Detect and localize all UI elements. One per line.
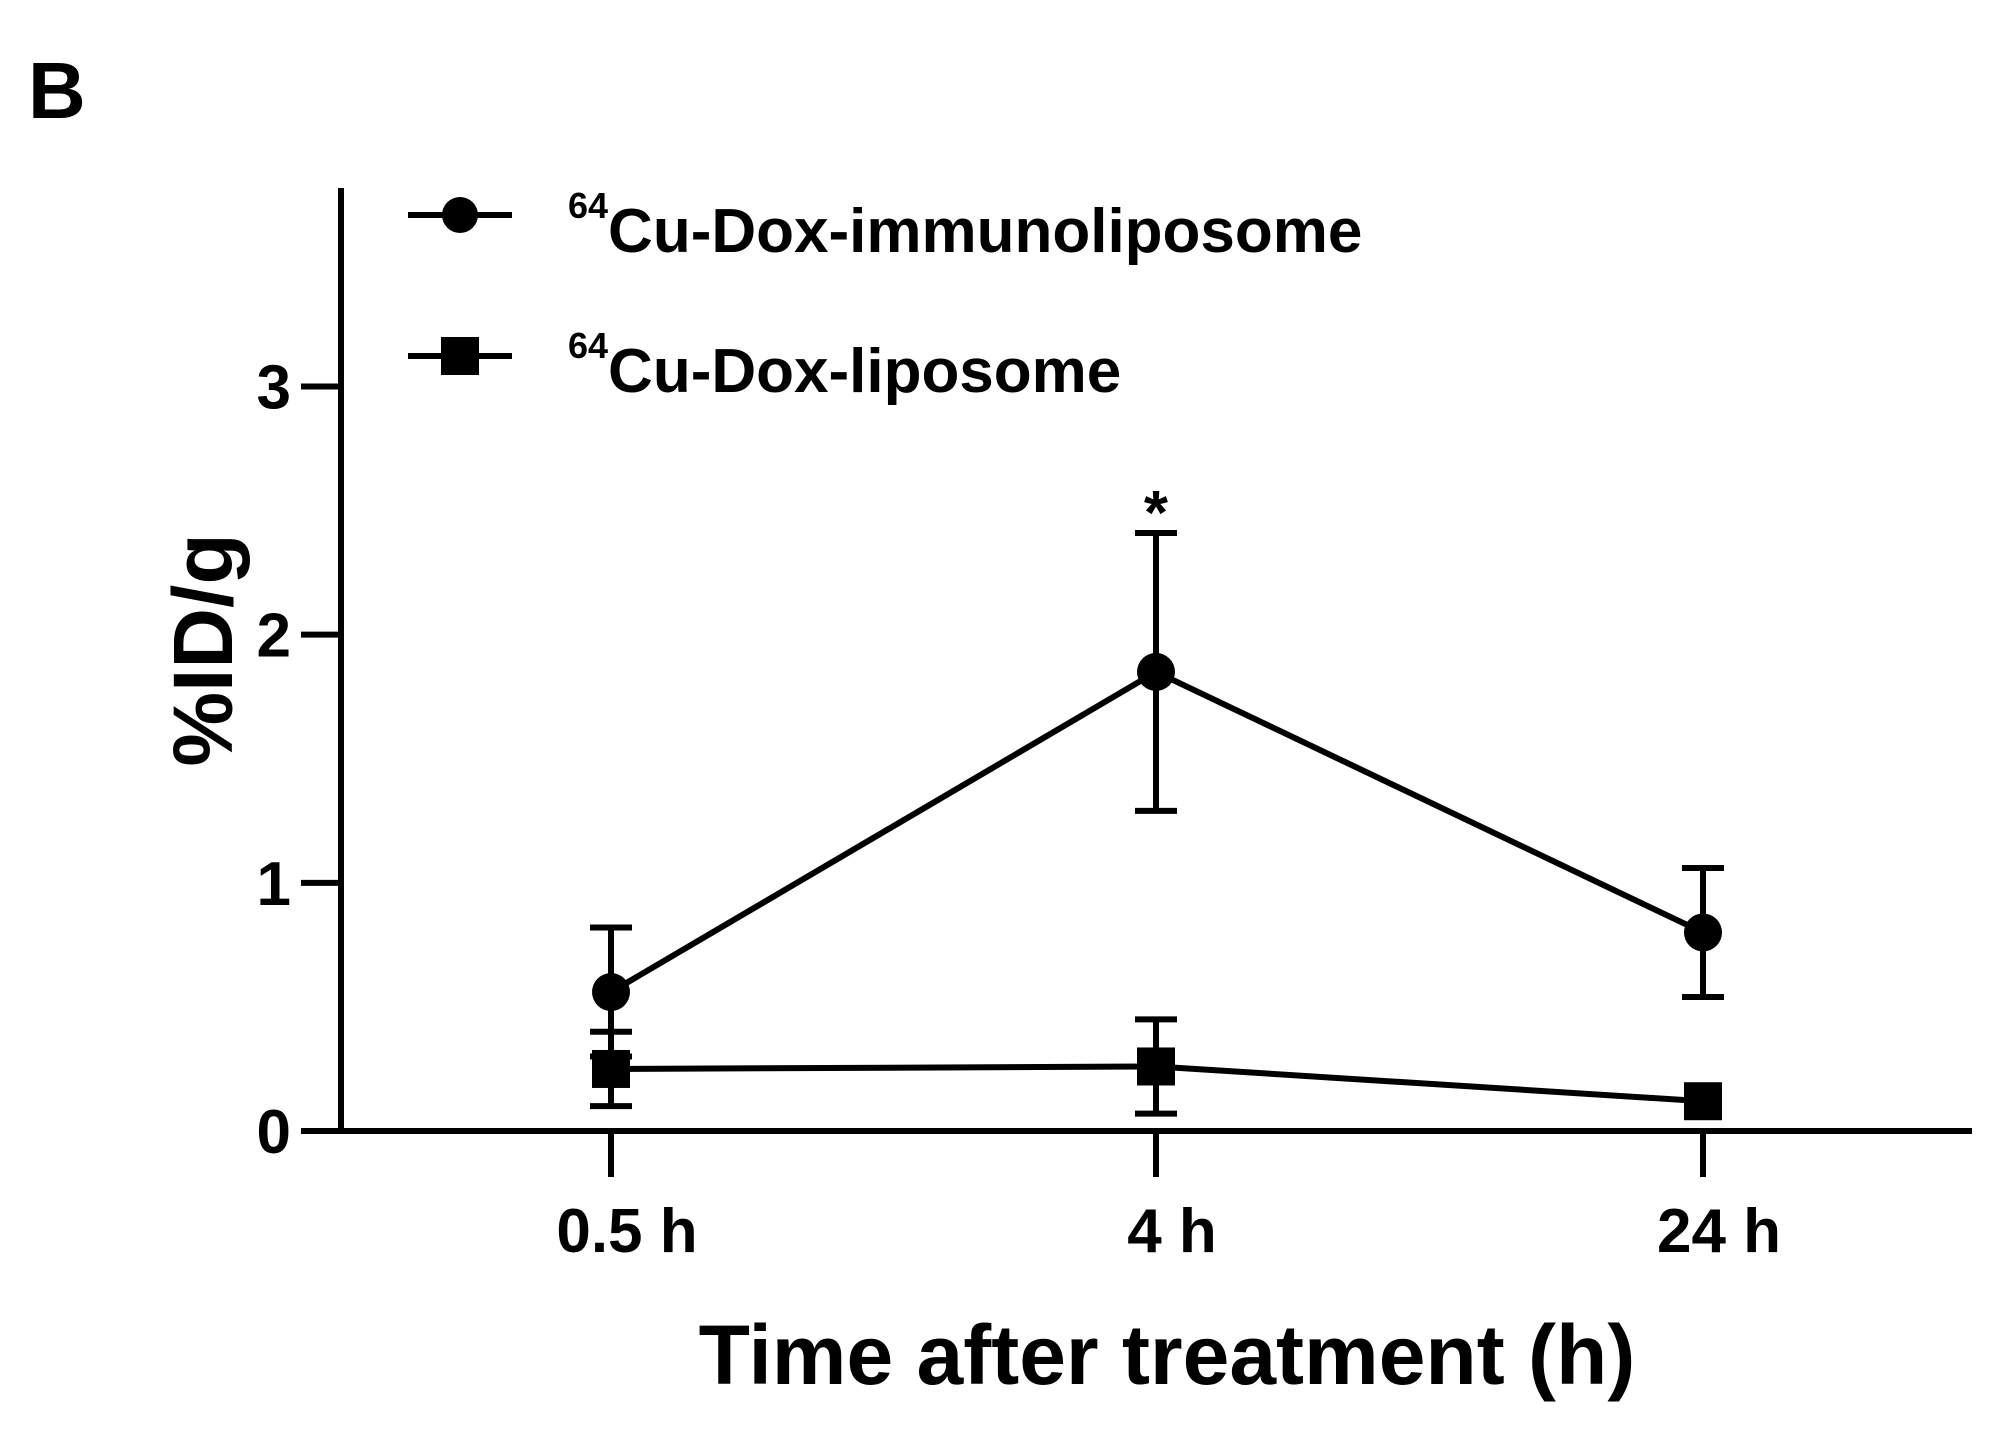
legend-marker-square: [441, 337, 479, 375]
legend-marker-circle: [442, 197, 478, 233]
x-tick-label-2: 24 h: [1657, 1197, 1781, 1266]
x-tick-label-0: 0.5 h: [556, 1197, 697, 1266]
series-layer: [590, 529, 1724, 1121]
x-ticks: 0.5 h 4 h 24 h: [556, 1131, 1781, 1266]
series-2-point-2: [1684, 1082, 1722, 1121]
series-1: [590, 529, 1724, 1060]
series-1-point-0: [592, 973, 630, 1012]
y-tick-label-2: 2: [257, 602, 291, 671]
x-axis-title: Time after treatment (h): [699, 1308, 1636, 1402]
legend: 64Cu-Dox-immunoliposome 64Cu-Dox-liposom…: [408, 185, 1362, 406]
y-axis-title: %ID/g: [156, 533, 250, 766]
significance-asterisk: *: [1144, 479, 1169, 548]
series-2: [590, 1016, 1722, 1121]
legend-label-2: 64Cu-Dox-liposome: [568, 325, 1121, 406]
series-2-point-0: [592, 1049, 630, 1088]
legend-label-1-name: Cu-Dox-immunoliposome: [608, 197, 1362, 266]
annotation-layer: *: [1144, 479, 1169, 548]
legend-label-1-superscript: 64: [568, 185, 608, 226]
x-tick-label-1: 4 h: [1127, 1197, 1217, 1266]
legend-label-2-name: Cu-Dox-liposome: [608, 337, 1121, 406]
panel-label: B: [28, 46, 86, 135]
legend-entry-1: 64Cu-Dox-immunoliposome: [408, 185, 1362, 266]
legend-label-2-superscript: 64: [568, 325, 608, 366]
y-tick-label-3: 3: [257, 354, 291, 423]
series-2-point-1: [1137, 1047, 1175, 1086]
y-tick-label-0: 0: [257, 1098, 291, 1167]
y-ticks: 0 1 2 3: [257, 354, 341, 1167]
series-1-point-2: [1684, 913, 1722, 952]
series-1-point-1: [1137, 652, 1175, 691]
y-tick-label-1: 1: [257, 850, 291, 919]
legend-entry-2: 64Cu-Dox-liposome: [408, 325, 1121, 406]
legend-label-1: 64Cu-Dox-immunoliposome: [568, 185, 1362, 266]
